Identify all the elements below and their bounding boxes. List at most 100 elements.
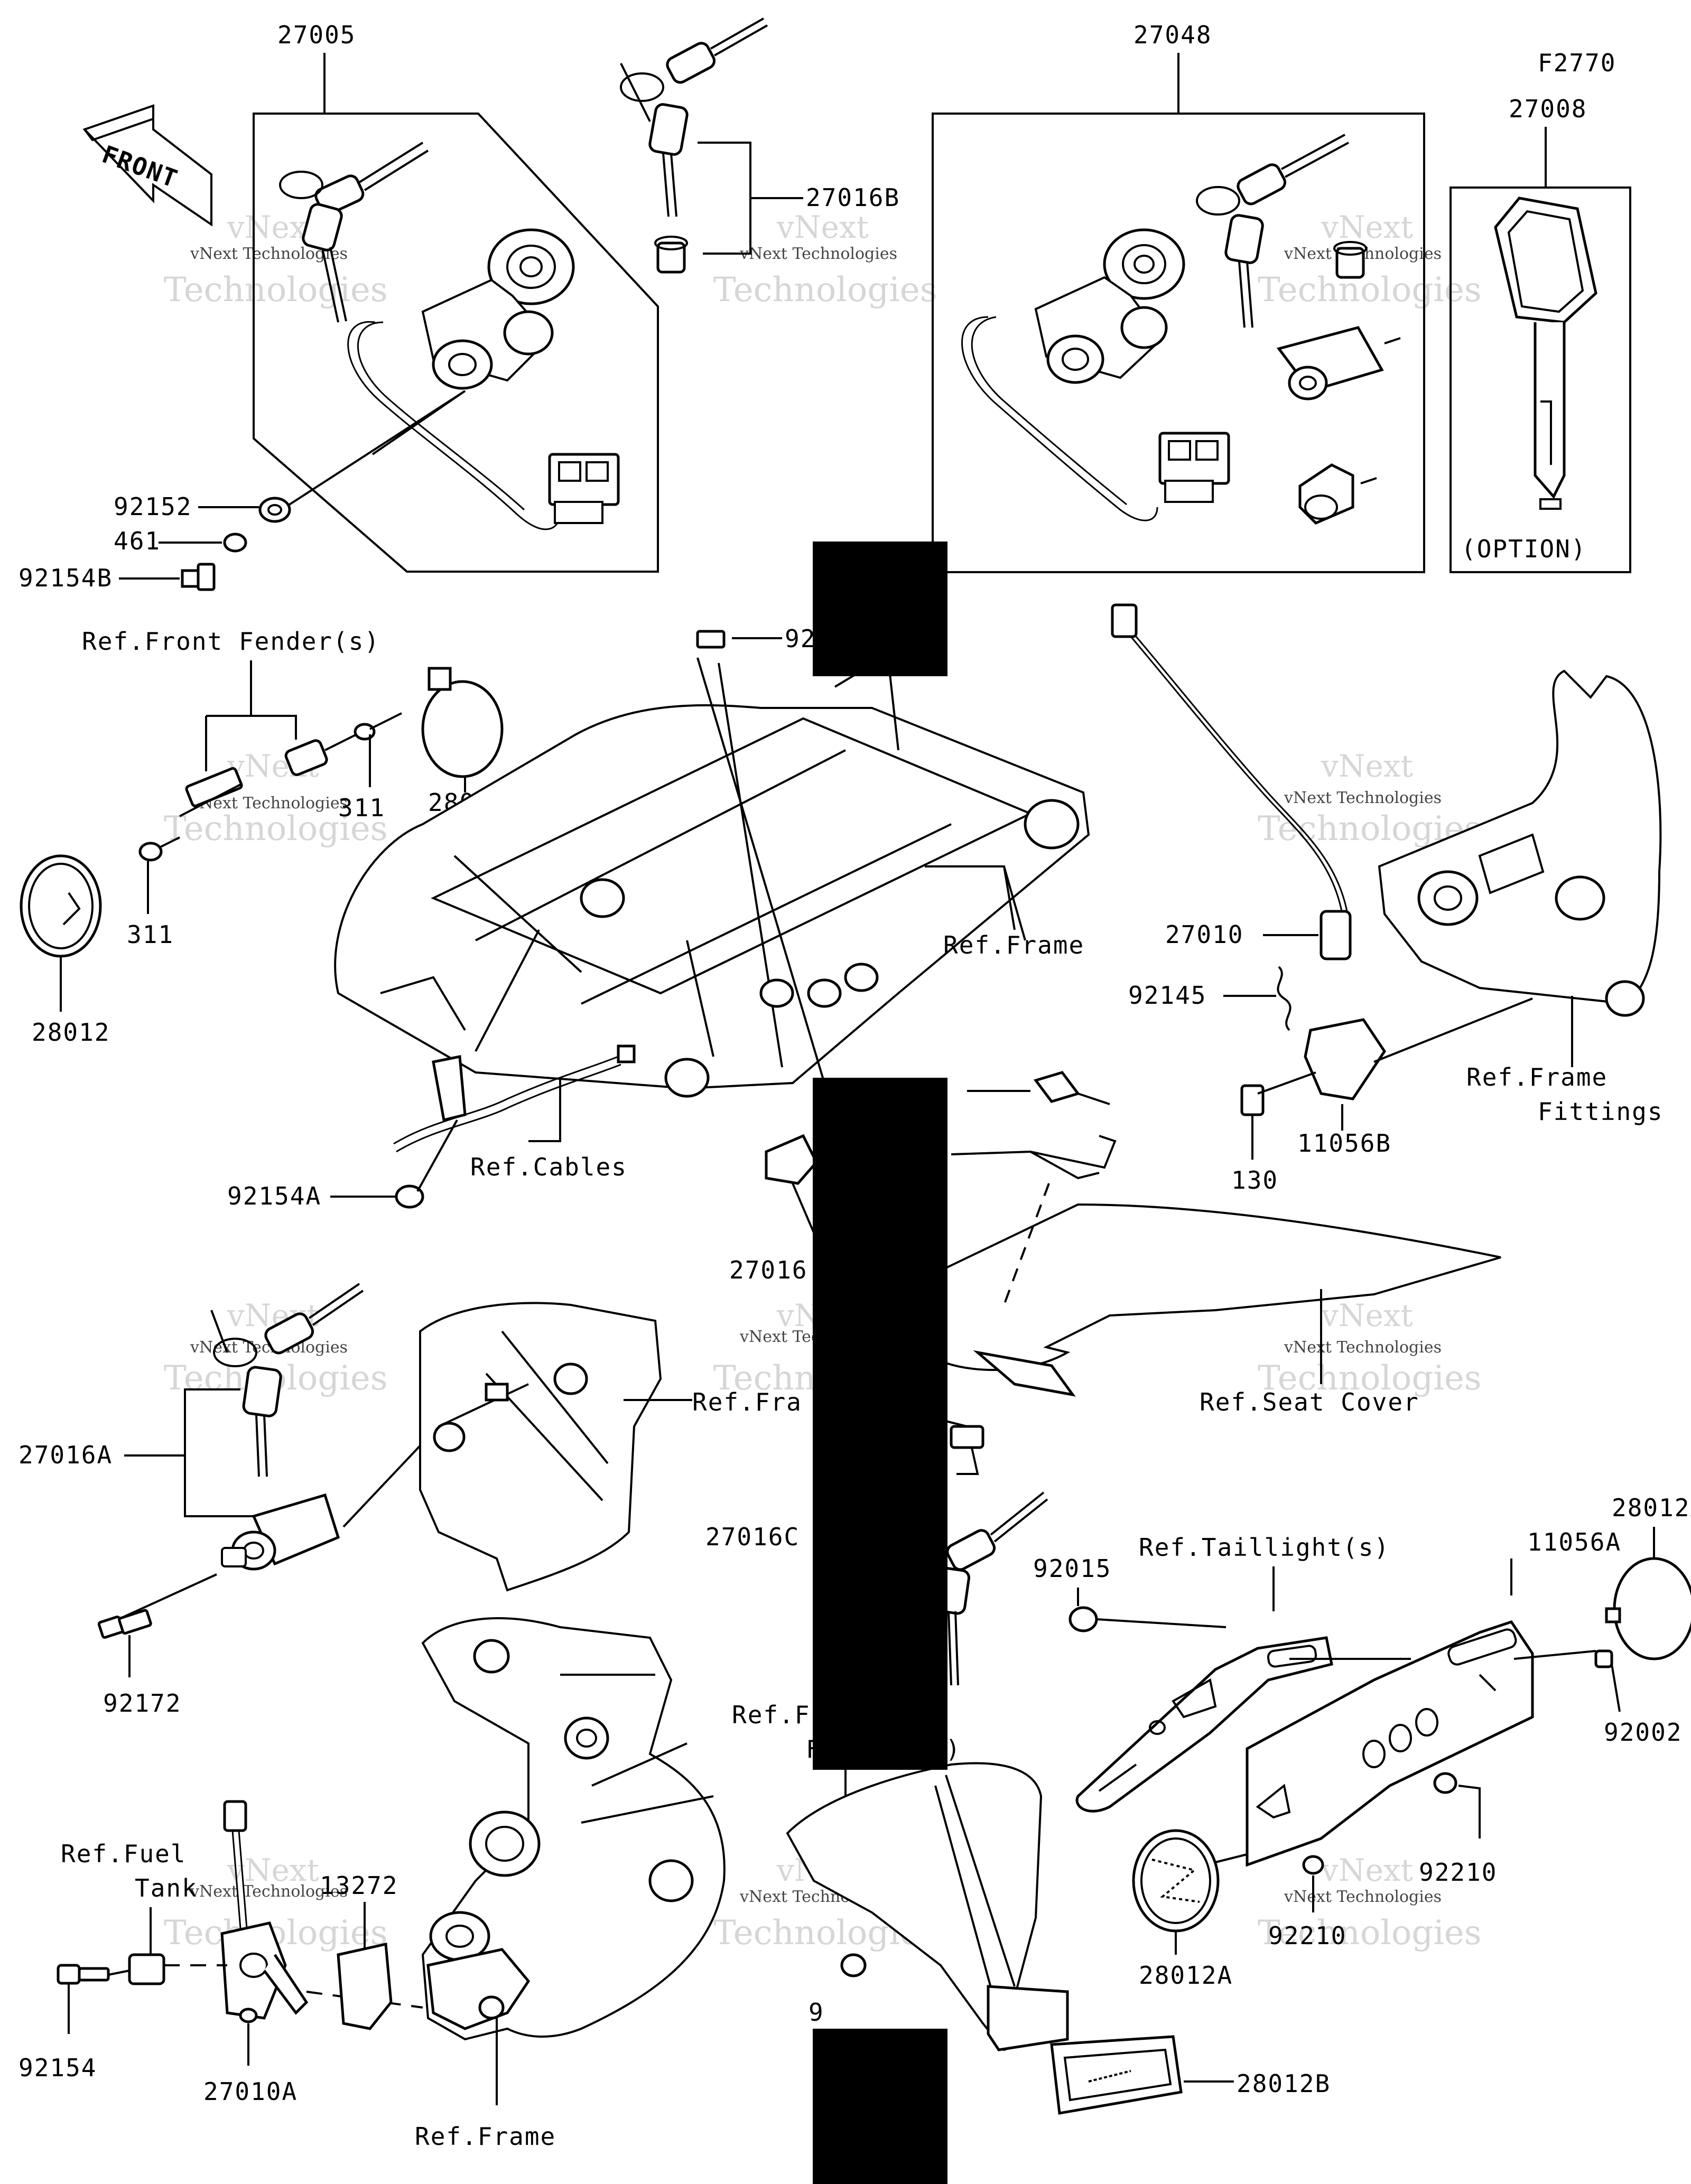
watermark-text: vNext xyxy=(776,209,869,245)
group-92152-461-92154B: 92152 461 92154B xyxy=(18,492,291,592)
reflector-icon xyxy=(20,854,102,958)
nut-icon xyxy=(1069,1606,1098,1632)
frame-fittings: Ref.Frame Fittings xyxy=(1378,669,1664,1126)
key-cylinder-icon xyxy=(656,241,686,274)
group-taillight: 92015 Ref.Taillight(s) 11056A xyxy=(1033,1494,1691,1990)
bracket-icon xyxy=(1075,1636,1333,1813)
bolt-icon xyxy=(57,1964,110,1985)
part-number-27016B: 27016B xyxy=(806,183,900,212)
part-number-92152: 92152 xyxy=(114,492,192,521)
ref-taillight: Ref.Taillight(s) xyxy=(1139,1533,1390,1562)
nut-icon xyxy=(1302,1855,1324,1875)
connector-icon xyxy=(1111,603,1138,638)
watermark-text: vNext xyxy=(1321,209,1413,245)
part-number-27016A: 27016A xyxy=(18,1441,113,1469)
nut-icon xyxy=(258,497,291,523)
watermark-text: vNext xyxy=(1321,748,1413,784)
part-number-92002: 92002 xyxy=(1604,1718,1682,1747)
group-27008-option: F2770 27008 (OPTION) xyxy=(1450,49,1631,573)
group-27016A: 27016A 92172 xyxy=(18,1283,434,1718)
watermark-6: vNext Technologies vNext Technologies xyxy=(1258,748,1482,848)
part-number-28012A-bottom: 28012A xyxy=(1139,1961,1233,1990)
part-number-9-cut: 9 xyxy=(809,1998,824,2027)
part-number-11056B: 11056B xyxy=(1297,1129,1391,1158)
group-27005: 27005 xyxy=(253,21,659,573)
part-number-130: 130 xyxy=(1231,1166,1278,1194)
connector-icon xyxy=(548,453,620,524)
reflector-icon xyxy=(1050,2035,1183,2115)
frame-center-assembly: 92 xyxy=(334,624,1090,1098)
nut-icon xyxy=(840,1953,867,1977)
watermark-text: vNext xyxy=(1321,1298,1413,1333)
lock-icon xyxy=(1298,463,1377,525)
watermark-12: vNext Technologies vNext Technologies xyxy=(1258,1852,1482,1953)
part-number-27005: 27005 xyxy=(277,21,356,49)
bolt-icon xyxy=(1240,1084,1265,1116)
bracket-icon xyxy=(128,1953,165,1985)
group-27010: 27010 92145 11056B 130 xyxy=(1111,603,1533,1194)
part-number-28012b: 28012 xyxy=(32,1018,110,1047)
watermark-text: vNext Technologies xyxy=(190,1882,348,1901)
part-number-92145: 92145 xyxy=(1128,981,1206,1010)
ref-cables: Ref.Cables xyxy=(470,1153,627,1181)
part-number-92172: 92172 xyxy=(103,1689,181,1718)
seat-cover-area: 56 Ref.Seat Cover xyxy=(909,1071,1501,1475)
part-number-27048: 27048 xyxy=(1133,21,1212,49)
ref-fuel-1: Ref.Fuel xyxy=(61,1840,187,1868)
nut-icon xyxy=(354,723,376,741)
key-icon xyxy=(1196,134,1349,328)
part-number-92015: 92015 xyxy=(1033,1554,1111,1583)
watermark-text: vNext Technologies xyxy=(1284,1888,1442,1906)
option-label: (OPTION) xyxy=(1461,535,1587,563)
gasket-icon xyxy=(337,1942,393,2030)
watermark-text: Technologies xyxy=(1258,1914,1482,1953)
watermark-text: Technologies xyxy=(164,270,388,310)
bolt-icon xyxy=(696,630,726,649)
part-number-92154: 92154 xyxy=(18,2054,97,2082)
lock-icon xyxy=(1276,326,1401,400)
watermark-1: vNext Technologies vNext Technologies xyxy=(164,209,388,310)
ref-frame-cut: Ref.Fra xyxy=(692,1388,802,1416)
group-front-fender: Ref.Front Fender(s) 311 311 28012 2801 xyxy=(20,627,505,1047)
frame-lower-left: Ref.Fra xyxy=(419,1302,802,1592)
watermark-2: vNext Technologies vNext Technologies xyxy=(713,209,937,310)
part-number-27016C: 27016C xyxy=(705,1523,800,1551)
nut-icon xyxy=(1433,1772,1457,1794)
part-number-F2770: F2770 xyxy=(1538,49,1616,77)
connector-icon xyxy=(1158,432,1230,503)
ref-front-fender: Ref.Front Fender(s) xyxy=(82,627,380,656)
ignition-switch-icon xyxy=(421,228,575,390)
nut-icon xyxy=(395,1184,424,1209)
frame-lower-bottom: Ref.Frame xyxy=(415,1617,726,2151)
ref-frame-fittings-2: Fittings xyxy=(1538,1097,1664,1126)
part-number-27016-cut: 27016 xyxy=(729,1256,807,1284)
key-icon xyxy=(1494,197,1597,510)
redaction-bar-middle xyxy=(813,1078,947,1770)
connector-icon xyxy=(223,1800,247,1832)
part-number-92210b: 92210 xyxy=(1268,1921,1346,1950)
watermark-text: Technologies xyxy=(1258,1359,1482,1398)
watermark-9: vNext Technologies vNext Technologies xyxy=(1258,1298,1482,1398)
group-fuel-tank: Ref.Fuel Tank 13272 92154 27010A xyxy=(18,1800,423,2106)
part-number-311b: 311 xyxy=(127,920,174,949)
part-number-92210a: 92210 xyxy=(1419,1858,1497,1887)
bolt-icon xyxy=(181,563,216,591)
ignition-switch-icon xyxy=(1034,228,1185,384)
ref-frame-bottom: Ref.Frame xyxy=(415,2122,556,2151)
reflector-icon xyxy=(1605,1557,1691,1660)
redaction-bar-bottom xyxy=(813,2029,947,2184)
part-number-92-cut: 92 xyxy=(785,624,816,653)
watermark-text: vNext Technologies xyxy=(1284,1338,1442,1357)
bolt-icon xyxy=(1594,1649,1613,1668)
watermark-text: vNext xyxy=(1321,1852,1413,1888)
part-number-13272: 13272 xyxy=(320,1871,398,1900)
lock-icon xyxy=(221,1493,340,1571)
part-number-27010A: 27010A xyxy=(203,2077,298,2106)
key-icon xyxy=(279,142,429,323)
group-cables: Ref.Cables 92154A xyxy=(227,1044,636,1210)
bolt-icon xyxy=(97,1609,152,1639)
watermark-10: vNext Technologies vNext Technologies xyxy=(164,1852,388,1953)
bracket-icon xyxy=(765,1134,818,1185)
part-number-11056A: 11056A xyxy=(1527,1528,1621,1556)
ref-fuel-2: Tank xyxy=(135,1874,198,1902)
